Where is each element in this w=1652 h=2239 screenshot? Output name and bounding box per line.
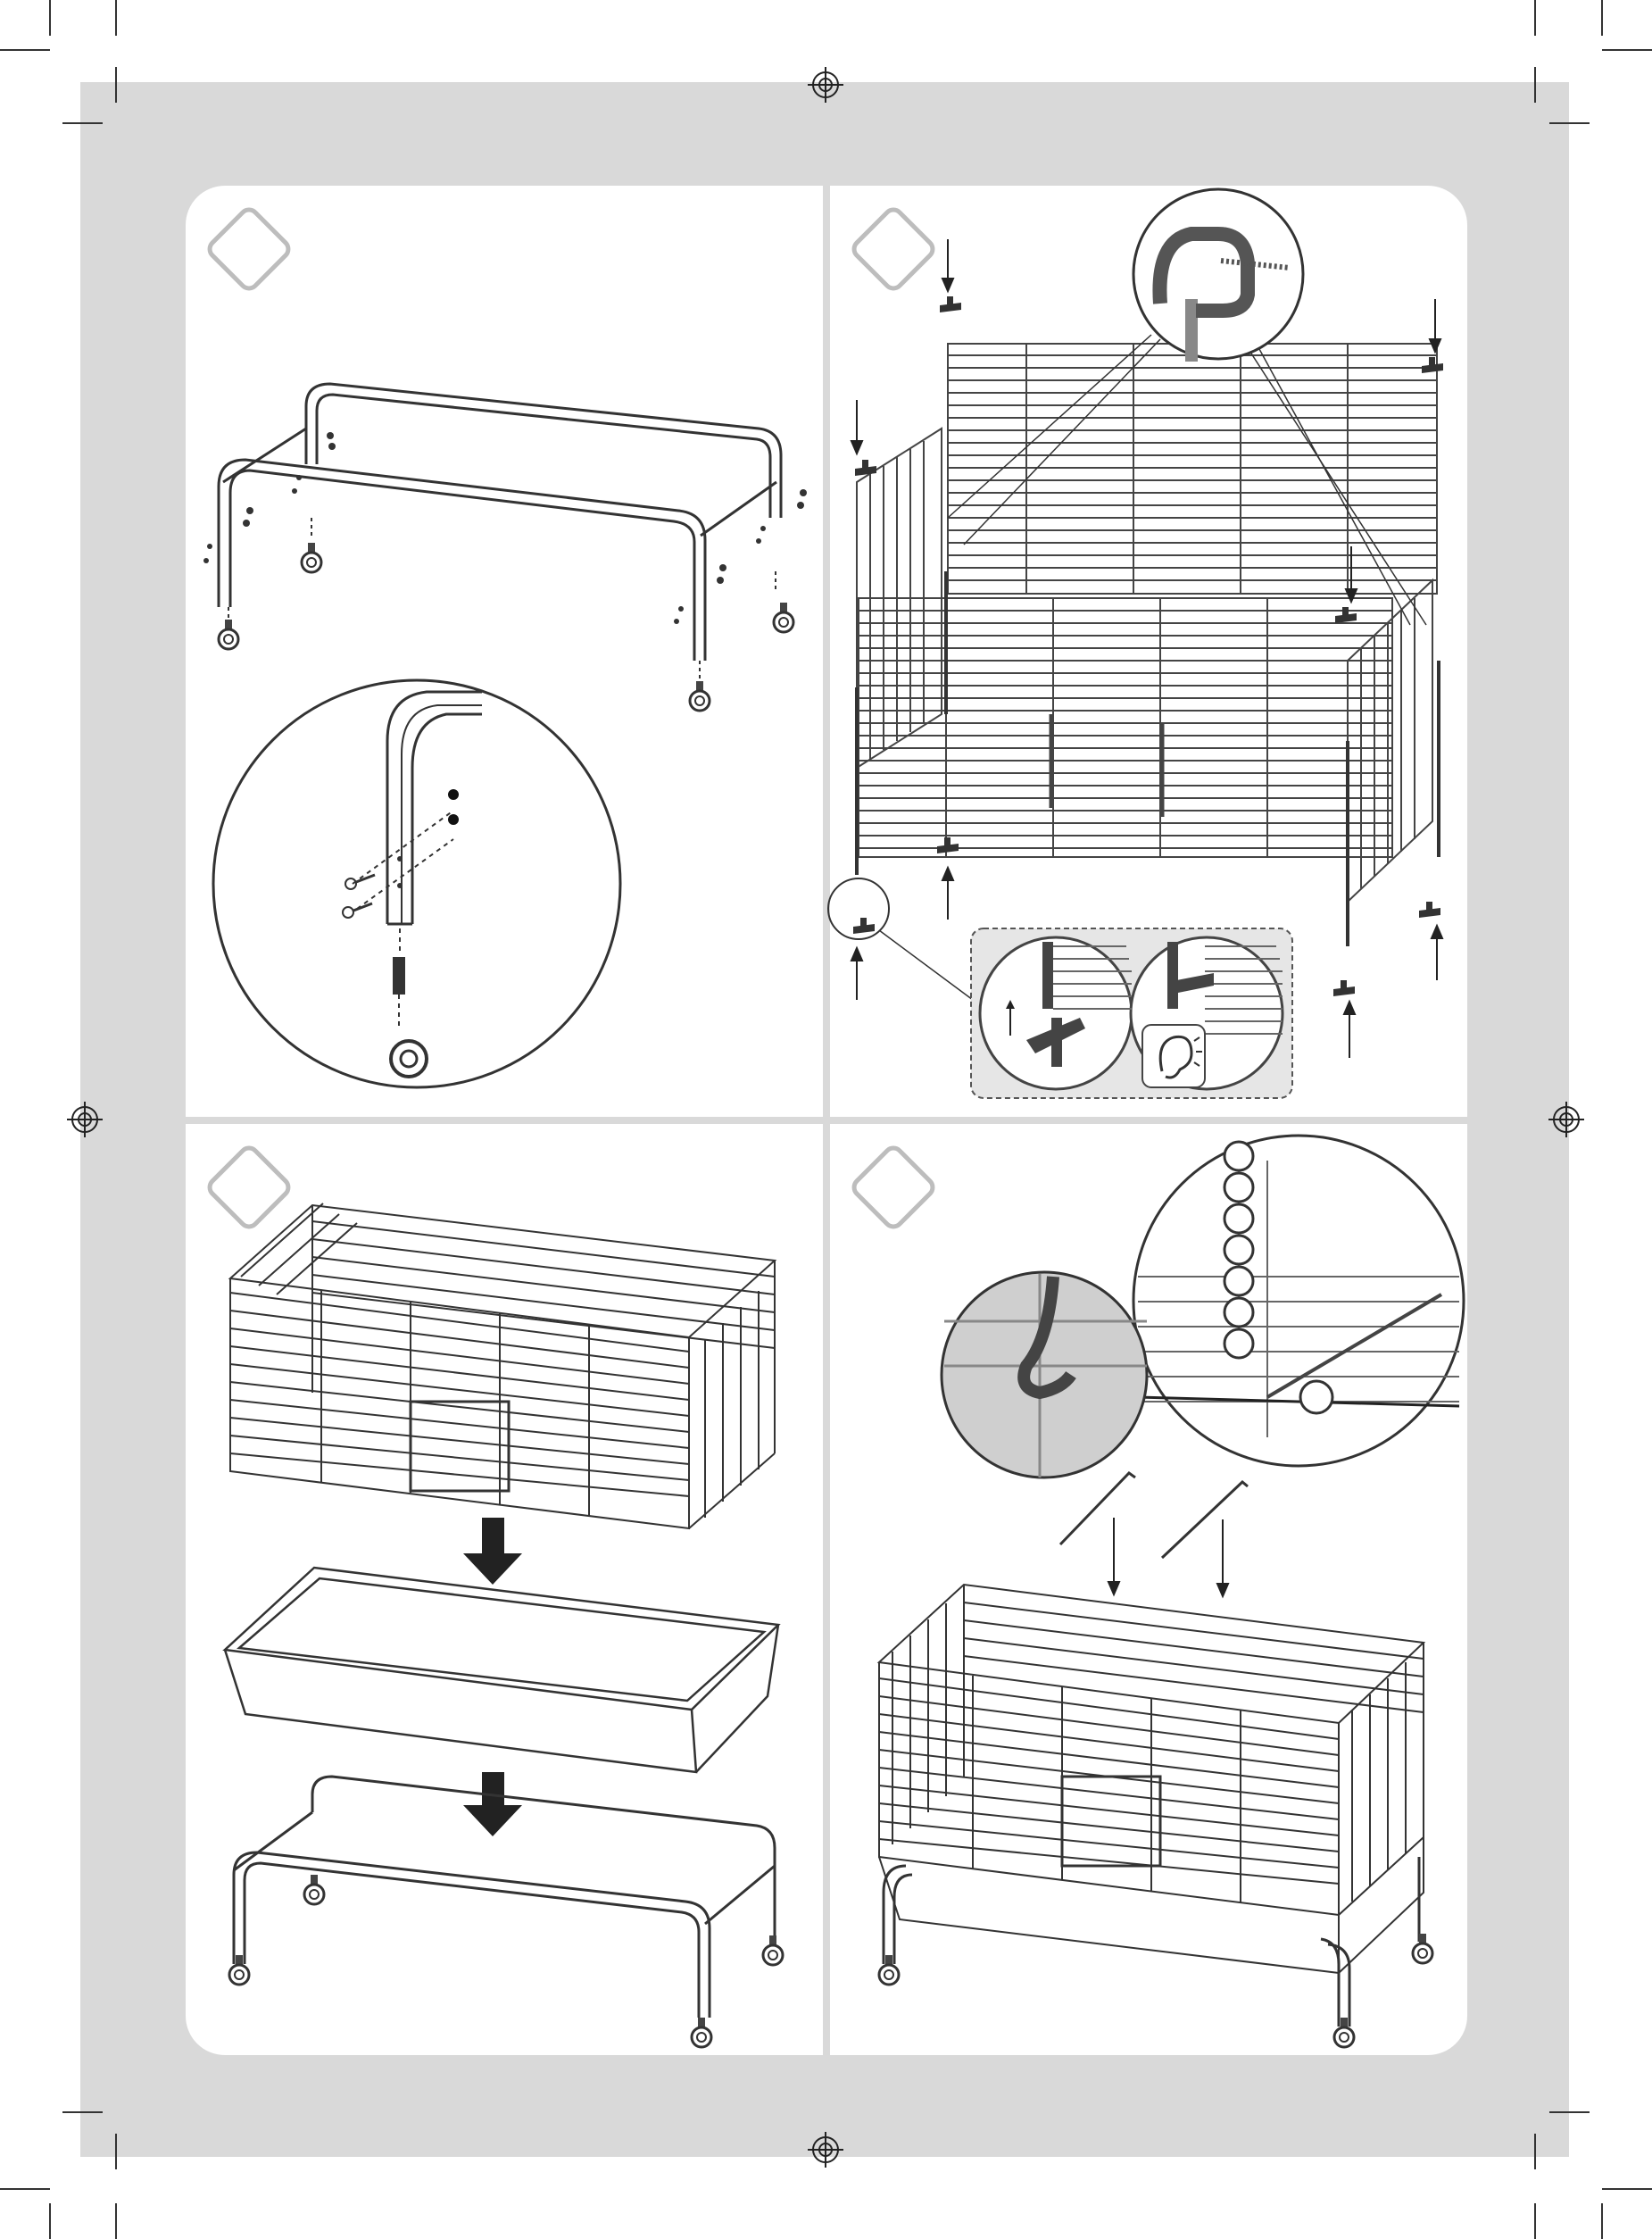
corner-clip-icon	[1335, 607, 1357, 623]
step-4-rods	[1060, 1473, 1248, 1558]
caster-icon	[304, 1875, 324, 1904]
step-2-posts	[857, 571, 1439, 946]
up-arrow-icon	[942, 868, 953, 880]
step-1-detail-magnifier	[213, 680, 620, 1087]
step-1-frame	[219, 384, 781, 661]
caster-icon	[229, 1955, 249, 1985]
caster-icon	[690, 681, 710, 711]
down-arrow-icon	[942, 279, 953, 291]
step-2-badge	[851, 206, 936, 292]
corner-clip-icon	[1333, 980, 1355, 996]
step-2-bottom-detail	[828, 878, 1292, 1098]
corner-clip-icon	[940, 296, 961, 312]
caster-icon	[692, 2018, 711, 2047]
caster-icon	[763, 1935, 783, 1965]
corner-clip-icon	[855, 460, 876, 476]
caster-icon	[219, 620, 238, 649]
step-1-badge	[206, 206, 292, 292]
step-4-cage	[879, 1585, 1424, 1973]
step-4-detail-left	[942, 1272, 1147, 1477]
step-3-badge	[206, 1144, 292, 1230]
corner-clip-icon	[1422, 357, 1443, 373]
step-3-tray	[225, 1568, 778, 1772]
down-arrow-icon	[1217, 1584, 1228, 1596]
up-arrow-icon	[1344, 1002, 1355, 1014]
step-4-badge	[851, 1144, 936, 1230]
up-arrow-icon	[1432, 926, 1442, 938]
registration-mark-icon	[67, 1102, 103, 1137]
step-2-back-panel	[948, 344, 1437, 594]
step-3-cage	[230, 1203, 775, 1528]
step-4-detail-right	[1133, 1136, 1464, 1466]
caster-icon	[774, 603, 793, 632]
step-2-clip-detail	[948, 189, 1426, 625]
ear-icon	[1142, 1025, 1205, 1087]
caster-icon	[302, 543, 321, 572]
step-2-front-panel	[859, 598, 1392, 857]
down-arrow-icon	[1346, 589, 1357, 602]
corner-clip-icon	[853, 918, 875, 934]
down-arrow-icon	[851, 441, 862, 454]
down-arrow-icon	[463, 1518, 522, 1585]
down-arrow-icon	[463, 1772, 522, 1836]
registration-mark-icon	[1548, 1102, 1584, 1137]
caster-icon	[1334, 2018, 1354, 2047]
corner-clip-icon	[1419, 902, 1440, 918]
down-arrow-icon	[1430, 339, 1440, 352]
caster-icon	[879, 1955, 899, 1985]
down-arrow-icon	[1108, 1582, 1119, 1594]
step-4-arrows	[1108, 1518, 1228, 1596]
registration-mark-icon	[808, 67, 843, 103]
up-arrow-icon	[851, 948, 862, 961]
corner-clip-icon	[937, 837, 959, 853]
registration-mark-icon	[808, 2132, 843, 2168]
step-1-screws	[203, 432, 807, 624]
caster-icon	[1413, 1934, 1432, 1963]
